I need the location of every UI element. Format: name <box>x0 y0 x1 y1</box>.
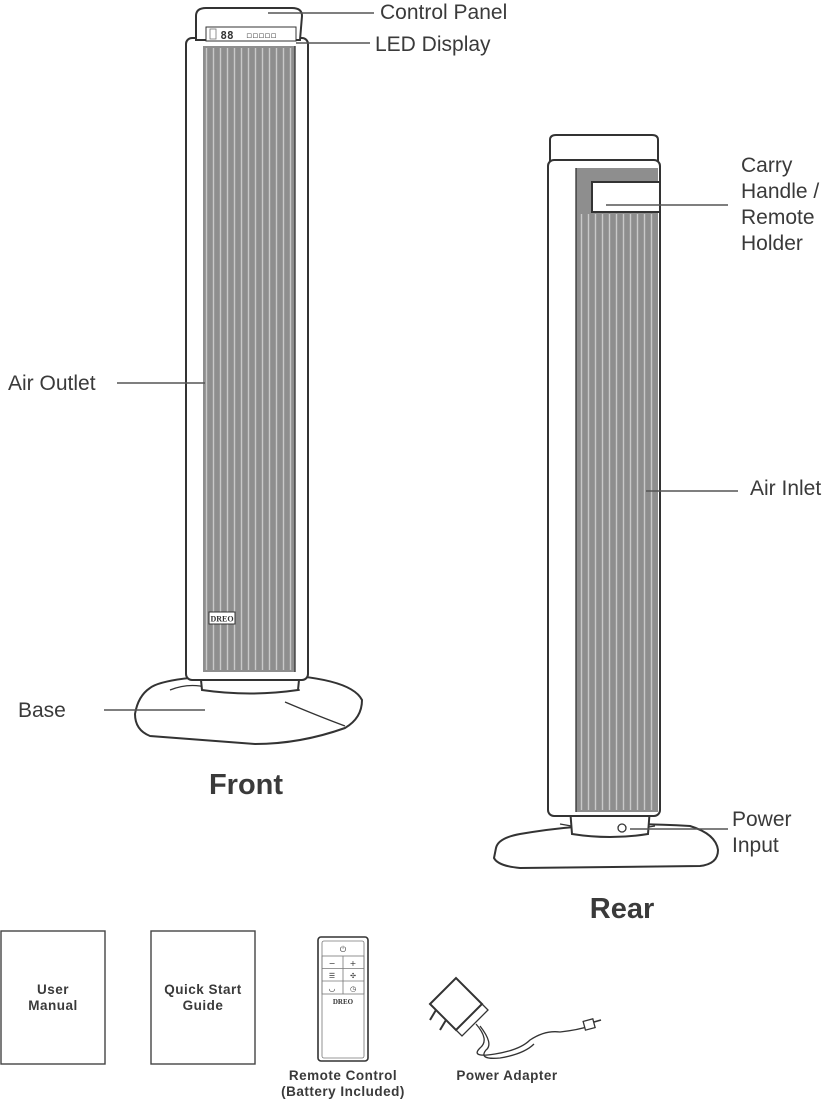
user-manual: User Manual <box>0 930 106 1065</box>
user-manual-line-1: User <box>37 982 69 997</box>
label-carry-handle-2: Handle / <box>741 180 819 203</box>
power-adapter-label: Power Adapter <box>456 1068 558 1083</box>
remote-power-button-icon: ⏻ <box>340 945 347 954</box>
front-grille-grooves <box>205 48 292 670</box>
user-manual-line-2: Manual <box>28 998 78 1013</box>
carry-handle <box>591 181 661 213</box>
front-brand-logo: DREO <box>210 615 233 624</box>
remote-control-label-2: (Battery Included) <box>281 1084 405 1099</box>
label-power-input-2: Input <box>732 834 779 857</box>
label-power-input-1: Power <box>732 808 792 831</box>
led-digits: 88 <box>220 29 233 42</box>
quick-start-guide: Quick Start Guide <box>150 930 256 1065</box>
svg-text:▫▫▫▫▫: ▫▫▫▫▫ <box>246 31 277 41</box>
label-led-display: LED Display <box>375 33 491 56</box>
remote-timer-button-icon: ◷ <box>350 985 357 993</box>
quick-start-guide-line-1: Quick Start <box>164 982 242 997</box>
remote-minus-button-icon: − <box>329 959 336 968</box>
label-carry-handle-3: Remote <box>741 206 815 229</box>
label-air-outlet: Air Outlet <box>8 372 96 395</box>
callout-leaders <box>104 12 738 830</box>
front-base <box>133 672 364 746</box>
rear-tower <box>492 134 720 870</box>
label-carry-handle-1: Carry <box>741 154 793 177</box>
view-title-front: Front <box>209 769 283 801</box>
label-control-panel: Control Panel <box>380 1 507 24</box>
remote-brand-logo: DREO <box>333 998 354 1006</box>
power-input-port <box>617 823 627 833</box>
label-carry-handle-4: Holder <box>741 232 803 255</box>
remote-control: ⏻ − + ☰ ✣ ◡ ◷ DREO <box>317 936 369 1062</box>
front-logo-badge <box>208 611 236 625</box>
power-adapter <box>428 976 602 1059</box>
remote-mode-button-icon: ☰ <box>329 972 335 980</box>
remote-sleep-button-icon: ◡ <box>329 984 336 993</box>
label-base: Base <box>18 699 66 722</box>
remote-oscillate-button-icon: ✣ <box>350 972 356 980</box>
label-air-inlet: Air Inlet <box>750 477 821 500</box>
front-tower: DREO 88 ▫▫▫▫▫ <box>133 7 364 746</box>
rear-grille-grooves <box>580 214 653 810</box>
quick-start-guide-line-2: Guide <box>183 998 224 1013</box>
view-title-rear: Rear <box>590 893 655 925</box>
remote-plus-button-icon: + <box>350 959 357 968</box>
led-display <box>205 26 297 42</box>
remote-control-label-1: Remote Control <box>289 1068 397 1083</box>
